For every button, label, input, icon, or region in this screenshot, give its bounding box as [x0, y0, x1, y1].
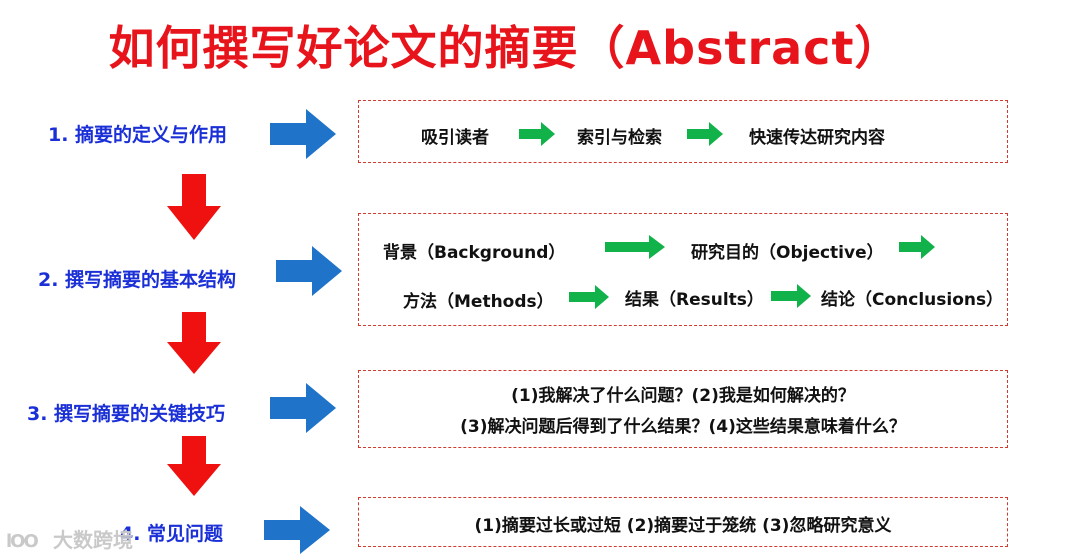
step-label-4: 4. 常见问题 [120, 523, 224, 545]
watermark-text: 大数跨境 [52, 528, 133, 552]
techniques-line-2: (3)解决问题后得到了什么结果？(4)这些结果意味着什么？ [460, 417, 906, 437]
blue-arrow-icon [270, 383, 336, 433]
step-label-1: 1. 摘要的定义与作用 [48, 124, 228, 146]
green-arrow-icon [605, 235, 665, 259]
item-attract-readers: 吸引读者 [421, 128, 489, 148]
structure-objective: 研究目的（Objective） [691, 243, 884, 263]
red-down-arrow-icon [167, 174, 221, 240]
watermark: lOO 大数跨境 [6, 524, 133, 553]
item-quick-convey: 快速传达研究内容 [749, 128, 885, 148]
red-down-arrow-icon [167, 312, 221, 374]
green-arrow-icon [899, 235, 935, 259]
page-title: 如何撰写好论文的摘要（Abstract） [108, 21, 902, 75]
problems-line-1: (1)摘要过长或过短 (2)摘要过于笼统 (3)忽略研究意义 [474, 516, 892, 536]
structure-conclusions: 结论（Conclusions） [821, 290, 1004, 310]
structure-background: 背景（Background） [383, 243, 566, 263]
green-arrow-icon [569, 285, 609, 309]
green-arrow-icon [519, 122, 555, 146]
blue-arrow-icon [270, 109, 336, 159]
green-arrow-icon [771, 284, 811, 308]
blue-arrow-icon [276, 246, 342, 296]
box-definition-role: 吸引读者 索引与检索 快速传达研究内容 [358, 100, 1008, 163]
step-label-3: 3. 撰写摘要的关键技巧 [27, 403, 226, 425]
item-index-retrieval: 索引与检索 [577, 128, 662, 148]
structure-results: 结果（Results） [625, 290, 764, 310]
blue-arrow-icon [264, 506, 330, 554]
watermark-logo-icon: lOO [6, 531, 39, 552]
box-common-problems: (1)摘要过长或过短 (2)摘要过于笼统 (3)忽略研究意义 [358, 497, 1008, 547]
box-key-techniques: (1)我解决了什么问题？(2)我是如何解决的？ (3)解决问题后得到了什么结果？… [358, 370, 1008, 448]
step-label-2: 2. 撰写摘要的基本结构 [38, 269, 237, 291]
red-down-arrow-icon [167, 436, 221, 496]
techniques-line-1: (1)我解决了什么问题？(2)我是如何解决的？ [511, 386, 855, 406]
green-arrow-icon [687, 122, 723, 146]
box-basic-structure: 背景（Background） 研究目的（Objective） 方法（Method… [358, 213, 1008, 326]
structure-methods: 方法（Methods） [403, 292, 554, 312]
